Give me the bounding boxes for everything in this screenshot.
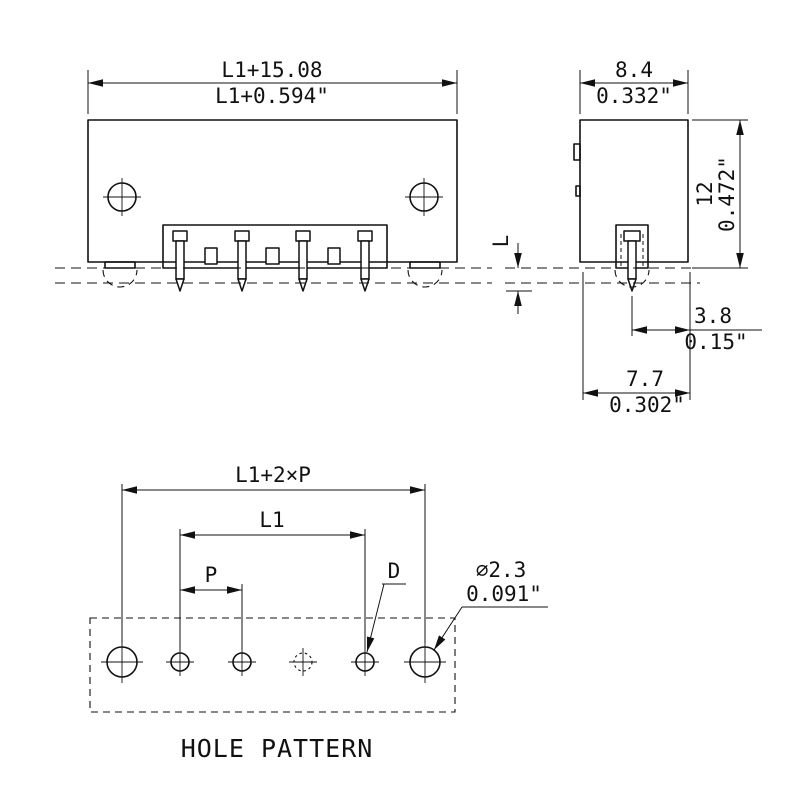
dim-pin-to-edge-in: 0.15" (684, 330, 747, 354)
board-hole-arc (407, 269, 443, 288)
dim-pin-row-mm: 7.7 (626, 367, 664, 391)
dim-pin-length-label: L (489, 235, 513, 248)
front-housing-body (87, 119, 458, 263)
dim-total-span: L1+2×P (235, 463, 311, 487)
pin-length-dimension: L (489, 235, 532, 314)
dim-end-hole-dia-in: 0.091" (466, 582, 542, 606)
board-hole-arc (614, 269, 650, 288)
side-height-dimension: 12 0.472" (692, 119, 748, 269)
front-width-dimension: L1+15.08 L1+0.594" (87, 58, 458, 114)
side-view (505, 119, 700, 292)
mounting-hole-right (404, 641, 446, 683)
front-right-foot (409, 261, 441, 269)
front-view (55, 119, 492, 292)
dim-inner-span: L1 (259, 508, 284, 532)
guide-post (327, 247, 341, 265)
mounting-hole-left (101, 641, 143, 683)
pin-row-dimension: 7.7 0.302" (582, 272, 690, 417)
front-pin-shroud (162, 224, 388, 269)
hole-pattern-view: L1+2×P L1 P D ⌀2.3 0.091" HOLE (89, 463, 548, 763)
dim-pin-row-in: 0.302" (609, 393, 685, 417)
guide-post (265, 247, 280, 265)
pin-hole-1 (166, 648, 194, 676)
guide-post (204, 247, 218, 265)
board-hole-arc (102, 269, 138, 288)
pin-hole-2 (228, 648, 256, 676)
pin-hole-3 (351, 648, 379, 676)
side-latch-detail (575, 185, 581, 197)
dim-side-height-in: 0.472" (715, 156, 739, 232)
hole-diameter-label: D (388, 559, 401, 583)
dim-pin-to-edge-mm: 3.8 (694, 304, 732, 328)
dim-side-depth-mm: 8.4 (615, 58, 653, 82)
pin-to-edge-dimension: 3.8 0.15" (631, 272, 762, 400)
dim-end-hole-dia-mm: ⌀2.3 (476, 558, 527, 582)
front-pin-3 (295, 230, 311, 292)
pin-hole-optional (289, 648, 317, 676)
side-pin (623, 230, 641, 292)
side-latch-detail (573, 143, 581, 161)
front-pin-4 (357, 230, 373, 292)
dim-side-depth-in: 0.332" (596, 84, 672, 108)
dim-front-width-in: L1+0.594" (215, 84, 329, 108)
front-pin-1 (172, 230, 188, 292)
hole-pattern-caption: HOLE PATTERN (181, 734, 374, 763)
board-outline (89, 617, 456, 713)
dim-front-width-mm: L1+15.08 (221, 58, 322, 82)
dim-side-height-mm: 12 (693, 181, 717, 206)
dim-pitch: P (205, 563, 218, 587)
side-depth-dimension: 8.4 0.332" (579, 58, 689, 114)
front-left-foot (104, 261, 136, 269)
front-pin-2 (234, 230, 250, 292)
